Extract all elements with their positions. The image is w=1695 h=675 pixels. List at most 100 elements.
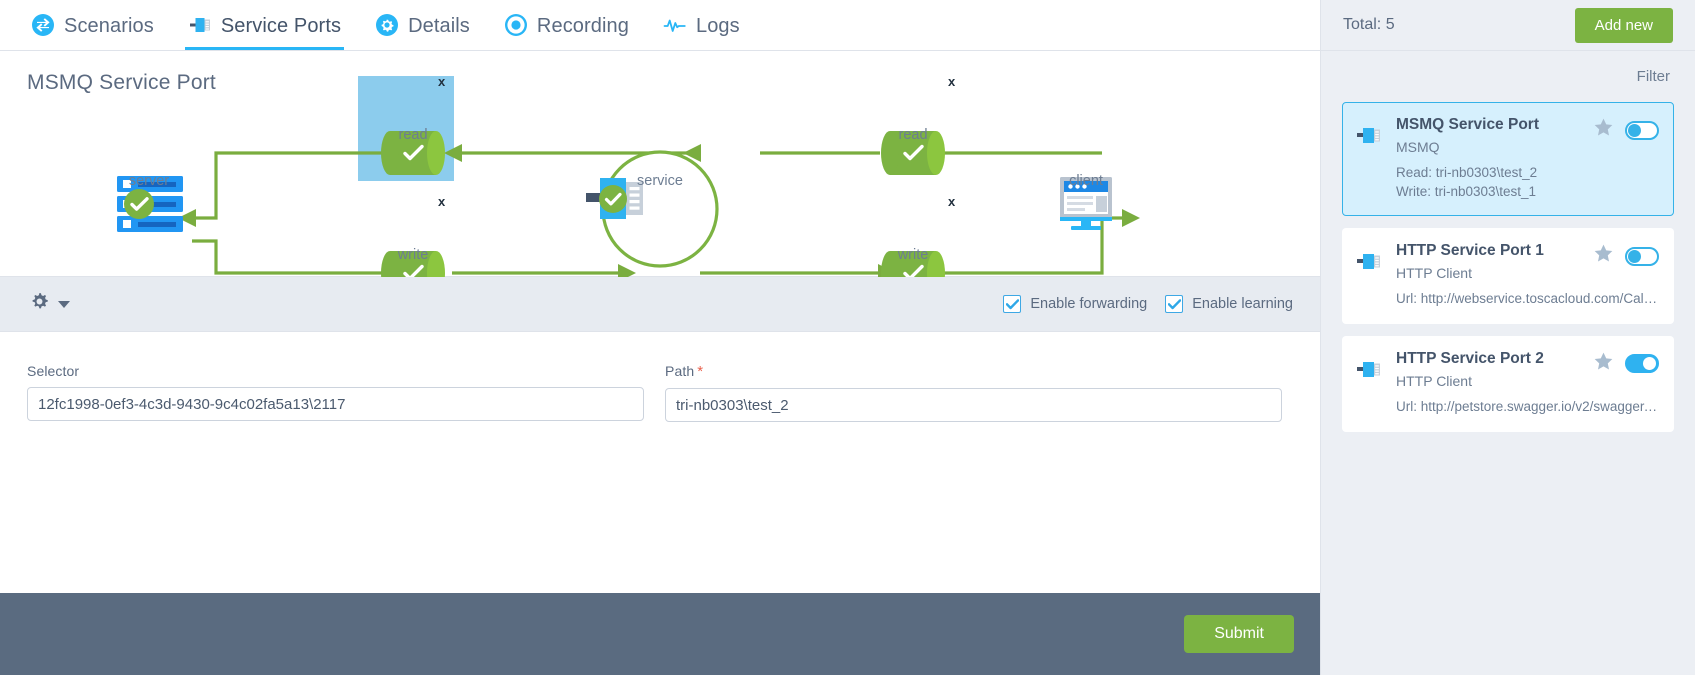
main-tabbar: Scenarios Service Ports: [0, 0, 1320, 51]
sync-arrows-icon: [31, 13, 55, 37]
favorite-star-icon[interactable]: [1593, 117, 1614, 143]
list-item-type: HTTP Client: [1396, 372, 1472, 389]
options-checkbox-group: Enable forwarding Enable learning: [1003, 295, 1293, 313]
list-item-detail: Url: http://petstore.swagger.io/v2/swagg…: [1396, 398, 1659, 414]
filter-toggle[interactable]: Filter: [1321, 51, 1695, 102]
path-field-group: Path*: [665, 363, 1282, 633]
service-port-icon: [1357, 116, 1383, 201]
check-icon: [1167, 298, 1181, 309]
options-toolbar: Enable forwarding Enable learning: [0, 277, 1320, 332]
required-marker: *: [697, 363, 704, 380]
list-item-type: MSMQ: [1396, 139, 1440, 155]
total-count-label: Total: 5: [1343, 16, 1395, 33]
list-item-name: HTTP Service Port 2: [1396, 349, 1544, 367]
arrow-to-client: [1122, 209, 1140, 227]
service-port-icon: [1357, 242, 1383, 309]
list-item-controls: [1593, 351, 1659, 377]
node-label-client: client: [1069, 173, 1103, 189]
list-item-controls: [1593, 117, 1659, 143]
service-ports-sidebar: Total: 5 Add new Filter: [1320, 0, 1695, 675]
enable-toggle[interactable]: [1625, 120, 1659, 140]
tab-logs-label: Logs: [695, 15, 740, 37]
node-label-write-left: write: [397, 247, 429, 263]
pulse-line-icon: [663, 13, 687, 37]
list-item[interactable]: MSMQ Service Port MSMQ Read: tri-nb0303\…: [1342, 102, 1674, 217]
remove-write-right-icon[interactable]: x: [948, 194, 956, 209]
tab-recording[interactable]: Recording: [487, 0, 646, 50]
path-label-text: Path: [665, 363, 695, 379]
arrow-to-service-bottom: [618, 264, 636, 277]
service-port-icon: [1357, 350, 1383, 417]
gear-icon: [28, 290, 51, 318]
list-item-detail: Read: tri-nb0303\test_2: [1396, 165, 1538, 180]
node-label-read-right: read: [898, 127, 928, 143]
list-item-name: MSMQ Service Port: [1396, 116, 1539, 133]
enable-toggle[interactable]: [1625, 246, 1659, 266]
selector-input[interactable]: [27, 387, 644, 421]
form-footer: Submit: [0, 593, 1320, 675]
list-item[interactable]: HTTP Service Port 2 HTTP Client Url: htt…: [1342, 335, 1674, 432]
enable-forwarding-checkbox[interactable]: Enable forwarding: [1003, 295, 1147, 313]
favorite-star-icon[interactable]: [1593, 243, 1614, 269]
enable-learning-label: Enable learning: [1192, 296, 1293, 312]
list-item-name: HTTP Service Port 1: [1396, 242, 1544, 260]
selector-label: Selector: [27, 363, 80, 379]
service-port-list: MSMQ Service Port MSMQ Read: tri-nb0303\…: [1321, 102, 1695, 432]
favorite-star-icon[interactable]: [1593, 351, 1614, 377]
list-item-detail: Url: http://webservice.toscacloud.com/Ca…: [1396, 291, 1659, 307]
page-title: MSMQ Service Port: [27, 71, 216, 94]
selector-field-group: Selector: [27, 363, 644, 633]
diagram-connections: [117, 131, 1140, 277]
submit-button[interactable]: Submit: [1184, 615, 1294, 653]
list-item[interactable]: HTTP Service Port 1 HTTP Client Url: htt…: [1342, 228, 1674, 324]
tab-logs[interactable]: Logs: [646, 0, 757, 50]
remove-read-right-icon[interactable]: x: [948, 74, 956, 89]
path-input[interactable]: [665, 388, 1282, 422]
node-label-write-right: write: [897, 247, 929, 263]
list-item-body: HTTP Service Port 2 HTTP Client Url: htt…: [1396, 350, 1659, 417]
node-label-service: service: [637, 173, 683, 189]
remove-read-left-icon[interactable]: x: [438, 74, 446, 89]
arrow-to-server: [178, 209, 196, 227]
tab-service-ports-label: Service Ports: [220, 15, 342, 37]
service-port-icon: [188, 13, 212, 37]
remove-write-left-icon[interactable]: x: [438, 194, 446, 209]
list-item-controls: [1593, 243, 1659, 269]
sidebar-header: Total: 5 Add new: [1321, 0, 1695, 51]
server-icon: [117, 176, 183, 232]
toggle-knob: [1628, 123, 1641, 137]
list-item-type: HTTP Client: [1396, 265, 1472, 282]
client-monitor-icon: [1060, 177, 1112, 230]
read-left-queue-icon: [381, 131, 445, 175]
gear-icon: [375, 13, 399, 37]
enable-learning-checkbox[interactable]: Enable learning: [1165, 295, 1293, 313]
list-item-body: MSMQ Service Port MSMQ Read: tri-nb0303\…: [1396, 116, 1659, 201]
list-item-detail: Write: tri-nb0303\test_1: [1396, 183, 1537, 199]
enable-forwarding-label: Enable forwarding: [1030, 296, 1148, 312]
filter-label: Filter: [1636, 68, 1670, 85]
enable-toggle[interactable]: [1625, 354, 1659, 374]
add-new-button[interactable]: Add new: [1574, 7, 1673, 43]
service-port-diagram: MSMQ Service Port: [0, 51, 1320, 277]
tab-service-ports[interactable]: Service Ports: [171, 0, 358, 50]
write-right-queue-icon: [881, 251, 945, 277]
node-label-server: server: [128, 173, 170, 189]
checkbox-box: [1003, 295, 1022, 313]
service-port-form: Selector Path*: [0, 332, 1320, 633]
tab-scenarios-label: Scenarios: [64, 15, 154, 37]
tab-details-label: Details: [408, 15, 470, 37]
checkbox-box: [1165, 295, 1184, 313]
left-panel: MSMQ Service Port: [0, 51, 1320, 675]
tab-details[interactable]: Details: [358, 0, 487, 50]
toggle-knob: [1628, 249, 1641, 263]
read-right-queue-icon: [881, 131, 945, 175]
settings-dropdown-button[interactable]: [28, 290, 70, 318]
list-item-body: HTTP Service Port 1 HTTP Client Url: htt…: [1396, 242, 1659, 309]
service-port-node-icon: [586, 178, 643, 219]
write-left-queue-icon: [381, 251, 445, 277]
arrow-to-read-left: [444, 144, 462, 162]
tab-scenarios[interactable]: Scenarios: [14, 0, 171, 50]
record-dot-icon: [504, 13, 528, 37]
tab-recording-label: Recording: [536, 15, 629, 37]
